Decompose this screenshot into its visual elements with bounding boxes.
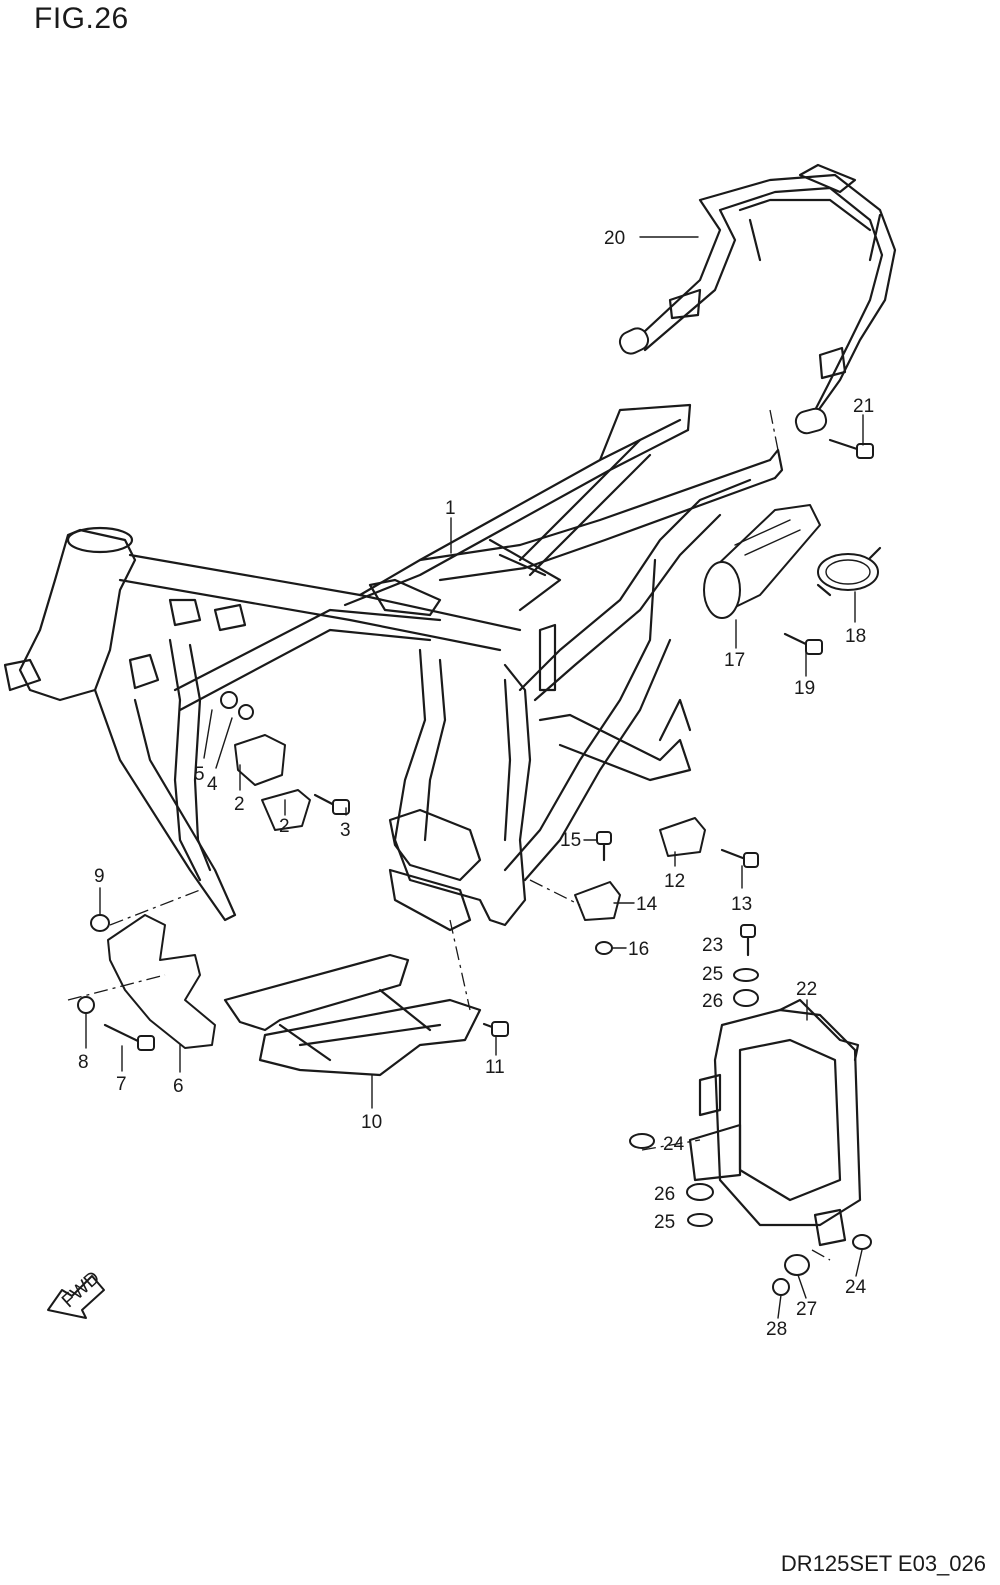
rear-carrier-part <box>618 163 897 435</box>
figure-title: FIG.26 <box>34 2 129 35</box>
clamp-part <box>816 546 882 597</box>
callout-28: 28 <box>766 1319 787 1340</box>
engine-mount-plate-part <box>107 914 216 1049</box>
callout-20: 20 <box>604 228 625 249</box>
callout-22: 22 <box>796 979 817 1000</box>
callout-14: 14 <box>636 894 658 915</box>
callout-27: 27 <box>796 1299 817 1320</box>
callout-15: 15 <box>560 830 581 851</box>
under-frame-part <box>223 953 482 1077</box>
callout-4: 4 <box>207 774 218 795</box>
main-frame-part <box>3 403 784 932</box>
callout-19: 19 <box>794 678 815 699</box>
callout-21: 21 <box>853 396 874 417</box>
callout-3: 3 <box>340 820 351 841</box>
callout-23: 23 <box>702 935 723 956</box>
callout-26a: 26 <box>702 991 723 1012</box>
callout-2a: 2 <box>234 794 245 815</box>
callout-10: 10 <box>361 1112 382 1133</box>
callout-11: 11 <box>485 1057 505 1078</box>
callout-1: 1 <box>445 498 456 519</box>
callout-2b: 2 <box>279 816 290 837</box>
callout-17: 17 <box>724 650 745 671</box>
callout-16: 16 <box>628 939 649 960</box>
dash-lines <box>67 409 831 1261</box>
callout-25a: 25 <box>702 964 723 985</box>
callout-26b: 26 <box>654 1184 675 1205</box>
callout-numbers: 1 2 2 3 4 5 6 7 8 9 10 11 12 13 14 15 16… <box>78 228 874 1340</box>
rubber-mount-parts <box>574 817 706 921</box>
callout-7: 7 <box>116 1074 127 1095</box>
callout-12: 12 <box>664 871 685 892</box>
callout-18: 18 <box>845 626 866 647</box>
drawing-code: DR125SET E03_026 <box>780 1551 986 1576</box>
callout-13: 13 <box>731 894 752 915</box>
engine-bracket-parts <box>234 734 311 831</box>
bolt-parts <box>103 438 874 1051</box>
callout-24a: 24 <box>663 1134 685 1155</box>
callout-24b: 24 <box>845 1277 867 1298</box>
callout-6: 6 <box>173 1076 184 1097</box>
callout-leaders <box>85 236 864 1319</box>
callout-5: 5 <box>194 764 205 785</box>
callout-25b: 25 <box>654 1212 675 1233</box>
fwd-arrow-icon: FWD <box>47 1267 105 1319</box>
callout-9: 9 <box>94 866 105 887</box>
battery-case-part <box>688 998 862 1247</box>
callout-8: 8 <box>78 1052 89 1073</box>
tool-case-part <box>703 504 821 619</box>
washer-parts <box>77 691 872 1296</box>
